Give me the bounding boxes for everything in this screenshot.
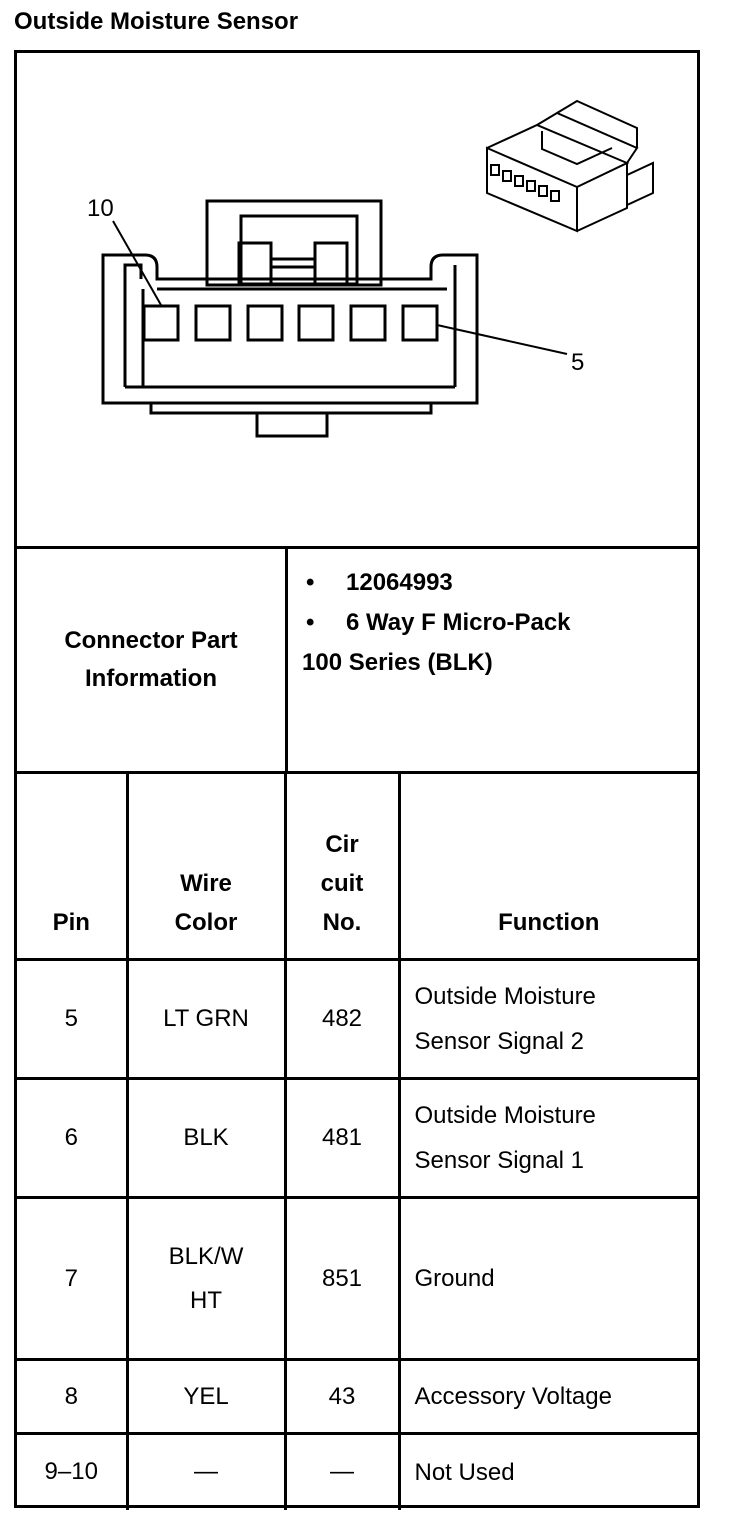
connector-type: 6 Way F Micro-Pack [346, 609, 571, 636]
pin-cell: 5 [17, 958, 129, 1080]
pin-cell: 7 [17, 1196, 129, 1361]
circuit-cell: 43 [283, 1358, 401, 1435]
part-number: 12064993 [346, 569, 453, 596]
pin-cell: 9–10 [17, 1432, 129, 1510]
circuit-cell: 482 [283, 958, 401, 1080]
connector-frame: 10 5 Connector Part Information • 120649… [14, 50, 700, 1510]
connector-part-info: Connector Part Information • 12064993 • … [17, 549, 697, 774]
function-cell: Ground [397, 1196, 697, 1361]
wire-color-cell: LT GRN [125, 958, 287, 1080]
table-row: 8 YEL 43 Accessory Voltage [17, 1358, 697, 1435]
function-cell: Accessory Voltage [397, 1358, 697, 1435]
wire-color-cell: BLK/W HT [125, 1196, 287, 1361]
page-title: Outside Moisture Sensor [14, 8, 299, 35]
connector-drawing: 10 5 [87, 99, 654, 438]
table-header-row: Pin Wire Color Cir cuit No. Function [17, 774, 697, 961]
header-wire-color: Wire Color [125, 774, 287, 961]
wire-color-cell: BLK [125, 1077, 287, 1199]
connector-info-details: • 12064993 • 6 Way F Micro-Pack 100 Seri… [302, 563, 571, 683]
connector-diagram: 10 5 [17, 53, 697, 549]
wire-color-cell: YEL [125, 1358, 287, 1435]
header-pin: Pin [17, 774, 129, 961]
connector-info-label-line2: Information [84, 665, 217, 692]
bullet-icon: • [306, 569, 315, 596]
function-cell: Outside Moisture Sensor Signal 2 [397, 958, 697, 1080]
pin-label-5: 5 [571, 349, 584, 376]
function-cell: Outside Moisture Sensor Signal 1 [397, 1077, 697, 1199]
connector-series: 100 Series (BLK) [302, 649, 493, 676]
connector-info-label: Connector Part Information [17, 549, 288, 771]
pin-cell: 8 [17, 1358, 129, 1435]
pin-label-10: 10 [87, 195, 114, 222]
list-item: • 12064993 [302, 563, 571, 603]
pinout-table: Pin Wire Color Cir cuit No. Function 5 L… [17, 774, 697, 1510]
list-item: • 6 Way F Micro-Pack [302, 603, 571, 643]
circuit-cell: 851 [283, 1196, 401, 1361]
connector-body [101, 253, 479, 405]
function-cell: Not Used [397, 1432, 697, 1510]
latch-top [205, 199, 383, 287]
table-row: 5 LT GRN 482 Outside Moisture Sensor Sig… [17, 958, 697, 1080]
header-function: Function [397, 774, 697, 961]
connector-info-label-line1: Connector Part [64, 627, 238, 654]
table-row: 9–10 — — Not Used [17, 1432, 697, 1510]
circuit-cell: 481 [283, 1077, 401, 1199]
pin-cell: 6 [17, 1077, 129, 1199]
bullet-icon: • [306, 609, 315, 636]
table-row: 7 BLK/W HT 851 Ground [17, 1196, 697, 1361]
wire-color-cell: — [125, 1432, 287, 1510]
circuit-cell: — [283, 1432, 401, 1510]
header-circuit-no: Cir cuit No. [283, 774, 401, 961]
table-row: 6 BLK 481 Outside Moisture Sensor Signal… [17, 1077, 697, 1199]
